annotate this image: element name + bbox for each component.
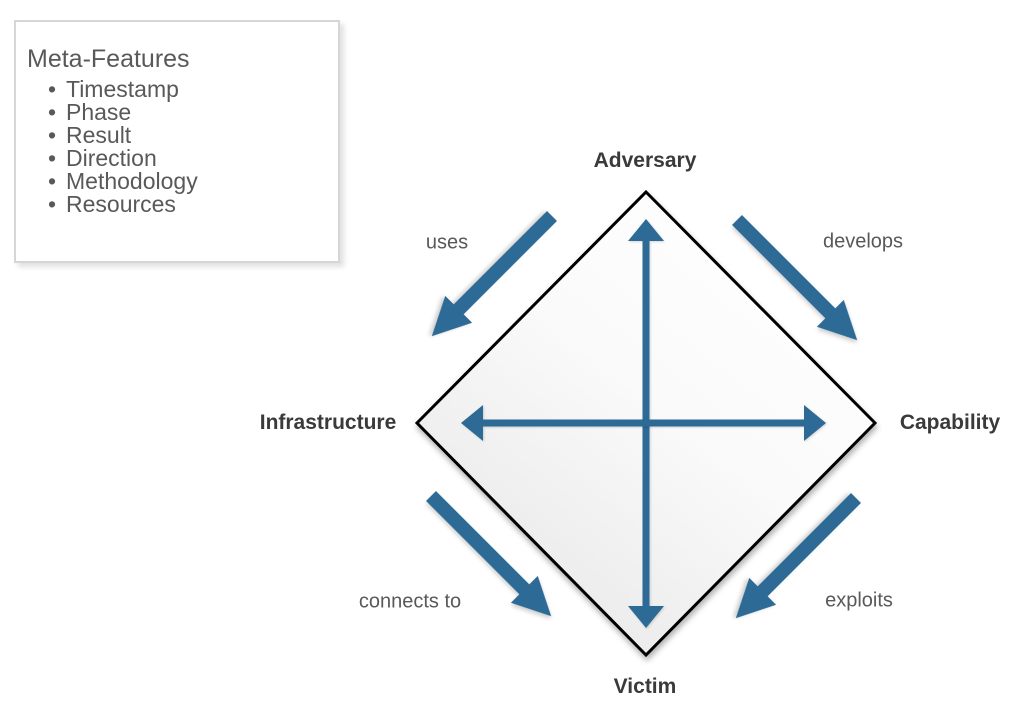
meta-features-title: Meta-Features bbox=[27, 45, 190, 73]
meta-feature-item: Methodology bbox=[27, 170, 330, 194]
meta-features-list: Timestamp Phase Result Direction Methodo… bbox=[27, 78, 330, 217]
vertex-label-infrastructure: Infrastructure bbox=[259, 411, 397, 434]
vertex-label-adversary: Adversary bbox=[593, 149, 697, 172]
edge-label-exploits: exploits bbox=[825, 589, 893, 612]
meta-feature-item: Result bbox=[27, 124, 330, 148]
meta-feature-item: Direction bbox=[27, 147, 330, 171]
edge-label-uses: uses bbox=[425, 231, 469, 254]
meta-features-panel: Meta-Features Timestamp Phase Result Dir… bbox=[14, 20, 340, 263]
vertex-label-victim: Victim bbox=[613, 675, 677, 698]
vertex-label-capability: Capability bbox=[899, 411, 1001, 434]
meta-feature-item: Timestamp bbox=[27, 78, 330, 102]
meta-feature-item: Resources bbox=[27, 193, 330, 217]
meta-feature-item: Phase bbox=[27, 101, 330, 125]
edge-label-develops: develops bbox=[822, 230, 904, 253]
horizontal-axis-arrow bbox=[461, 405, 826, 441]
edge-label-connects-to: connects to bbox=[358, 590, 462, 613]
